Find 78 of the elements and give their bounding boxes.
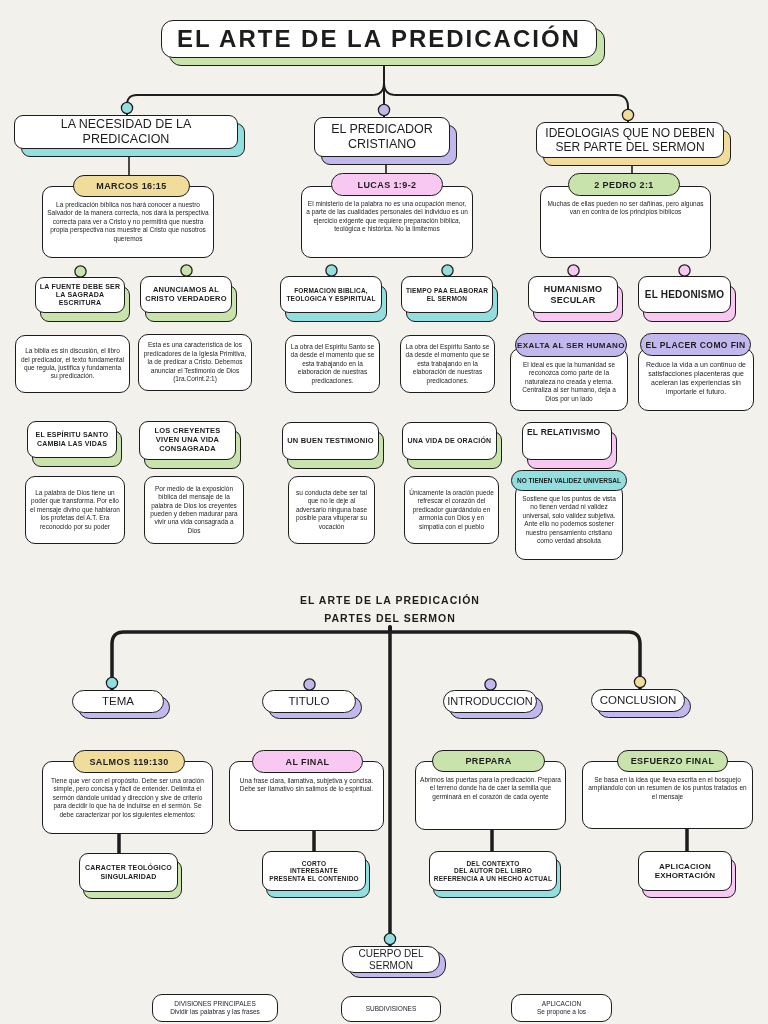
- section-heading: EL ARTE DE LA PREDICACIÓN PARTES DEL SERMON: [290, 591, 490, 627]
- description-card: [404, 476, 499, 544]
- part-heading: CUERPO DEL SERMON: [357, 947, 425, 972]
- topic-card: [443, 690, 543, 719]
- topic-card: [638, 851, 736, 898]
- topic-card: [282, 422, 384, 469]
- part-heading: TEMA: [102, 694, 134, 709]
- heading-tag: PREPARA: [432, 750, 545, 772]
- title-banner: [161, 20, 605, 66]
- heading-tag: ESFUERZO FINAL: [617, 750, 728, 772]
- info-card: [301, 173, 473, 258]
- topic-heading: EL PREDICADOR CRISTIANO: [330, 122, 434, 152]
- topic-card: [638, 276, 736, 322]
- description-card: [400, 335, 495, 393]
- topic-card: [401, 276, 498, 322]
- topic-heading: EL RELATIVISMO: [527, 427, 601, 437]
- info-card: [511, 470, 627, 560]
- list-item-text: APLICACION: [659, 861, 711, 871]
- topic-card: [14, 115, 245, 157]
- part-heading: INTRODUCCION: [447, 694, 533, 709]
- topic-card: [591, 689, 691, 718]
- heading-tag: AL FINAL: [252, 750, 363, 773]
- topic-card: [139, 421, 241, 469]
- topic-card: [342, 946, 446, 978]
- connector-line: [312, 829, 316, 853]
- description-card: [138, 334, 252, 391]
- info-card: [229, 750, 384, 831]
- list-item-text: EXHORTACIÓN: [654, 871, 716, 881]
- heading-tag: EXALTA AL SER HUMANO: [515, 333, 627, 357]
- info-card: [42, 750, 213, 834]
- topic-card: [536, 122, 731, 166]
- topic-card: [27, 421, 122, 467]
- connector-line: [631, 165, 633, 174]
- description-card: [15, 335, 130, 393]
- topic-card: [140, 276, 237, 322]
- connector-line: [117, 832, 121, 855]
- description-card: [511, 994, 612, 1022]
- info-card: [415, 750, 566, 830]
- topic-heading: EL HEDONISMO: [644, 288, 725, 301]
- topic-card: [262, 851, 370, 898]
- part-heading: TITULO: [288, 694, 330, 709]
- topic-heading: HUMANISMO SECULAR: [542, 283, 604, 306]
- topic-card: [280, 276, 387, 322]
- description-card: [144, 476, 244, 544]
- heading-tag: 2 PEDRO 2:1: [568, 173, 680, 196]
- topic-card: [72, 690, 170, 719]
- connector-line: [490, 828, 494, 853]
- info-card: [42, 175, 214, 258]
- connector-line: [128, 156, 130, 176]
- connector-line: [383, 625, 397, 948]
- connector-line: [685, 827, 689, 853]
- description-card: [25, 476, 125, 544]
- topic-card: [262, 690, 362, 719]
- topic-card: [35, 277, 130, 322]
- heading-tag: MARCOS 16:15: [73, 175, 190, 197]
- connector-line: [383, 65, 635, 123]
- topic-card: [429, 851, 561, 898]
- info-card: [582, 750, 753, 829]
- topic-card: [402, 422, 502, 469]
- heading-tag: SALMOS 119:130: [73, 750, 185, 773]
- description-card: [285, 335, 380, 393]
- info-card: [510, 333, 628, 411]
- topic-heading: LA NECESIDAD DE LA PREDICACION: [59, 117, 193, 147]
- topic-heading: IDEOLOGIAS QUE NO DEBEN SER PARTE DEL SERMON: [544, 125, 716, 155]
- heading-tag: LUCAS 1:9-2: [331, 173, 443, 196]
- topic-card: [79, 853, 182, 899]
- heading-tag: EL PLACER COMO FIN: [640, 333, 751, 356]
- description-card: [288, 476, 375, 544]
- topic-card: [528, 276, 623, 322]
- topic-card: [314, 117, 457, 165]
- title-text: EL ARTE DE LA PREDICACIÓN: [177, 24, 581, 54]
- info-card: [638, 333, 754, 411]
- info-card: [540, 173, 711, 258]
- connector-line: [385, 164, 387, 174]
- topic-card: [522, 422, 617, 469]
- description-card: [341, 996, 441, 1022]
- description-card: [152, 994, 278, 1022]
- part-heading: CONCLUSION: [599, 693, 677, 708]
